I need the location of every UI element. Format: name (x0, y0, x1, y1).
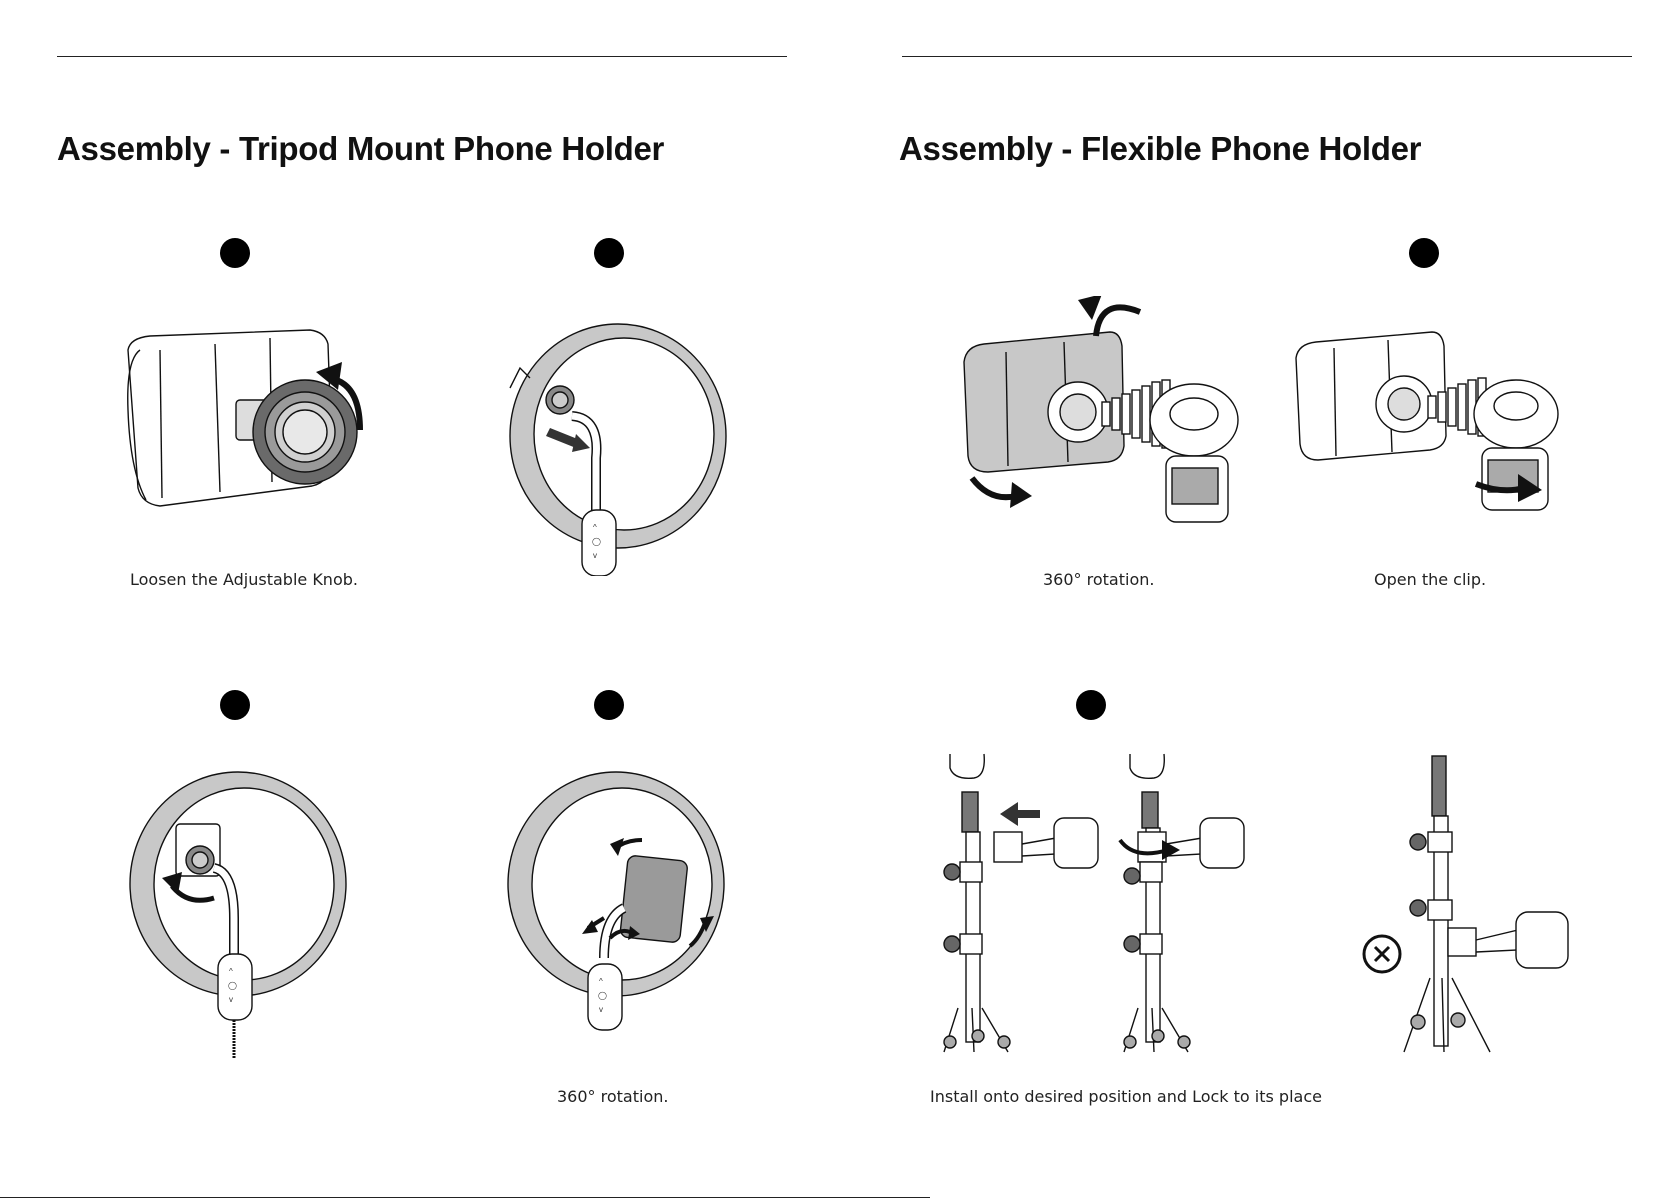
step-marker-1 (220, 238, 250, 268)
right-page-title: Assembly - Flexible Phone Holder (899, 130, 1421, 168)
svg-text:v: v (229, 995, 233, 1004)
ring-light-tighten-illustration: ^ ◯ v (128, 768, 358, 1060)
step-caption-install: Install onto desired position and Lock t… (930, 1087, 1322, 1106)
step-marker-4 (594, 690, 624, 720)
svg-text:^: ^ (229, 967, 233, 976)
step-marker-5 (1409, 238, 1439, 268)
svg-text:^: ^ (593, 523, 597, 532)
step-caption-rotation-right: 360° rotation. (1043, 570, 1154, 589)
svg-text:v: v (599, 1005, 603, 1014)
phone-holder-knob-illustration (120, 320, 380, 520)
ring-light-rotation-illustration: ^ ◯ v (500, 768, 730, 1052)
step-marker-2 (594, 238, 624, 268)
flexible-holder-rotation-illustration (960, 296, 1242, 546)
step-marker-6 (1076, 690, 1106, 720)
left-page-title: Assembly - Tripod Mount Phone Holder (57, 130, 664, 168)
svg-text:◯: ◯ (592, 537, 601, 546)
svg-text:◯: ◯ (228, 981, 237, 990)
svg-text:v: v (593, 551, 597, 560)
ring-light-attach-illustration: ^ ◯ v (500, 318, 730, 576)
step-caption-open-clip: Open the clip. (1374, 570, 1486, 589)
tripod-pole-install-illustration (924, 752, 1624, 1058)
left-top-rule (57, 56, 787, 57)
step-marker-3 (220, 690, 250, 720)
right-top-rule (902, 56, 1632, 57)
step-caption-rotation-left: 360° rotation. (557, 1087, 668, 1106)
step-caption-loosen-knob: Loosen the Adjustable Knob. (130, 570, 358, 589)
svg-text:◯: ◯ (598, 991, 607, 1000)
svg-text:^: ^ (599, 977, 603, 986)
flexible-holder-open-clip-illustration (1292, 318, 1562, 530)
